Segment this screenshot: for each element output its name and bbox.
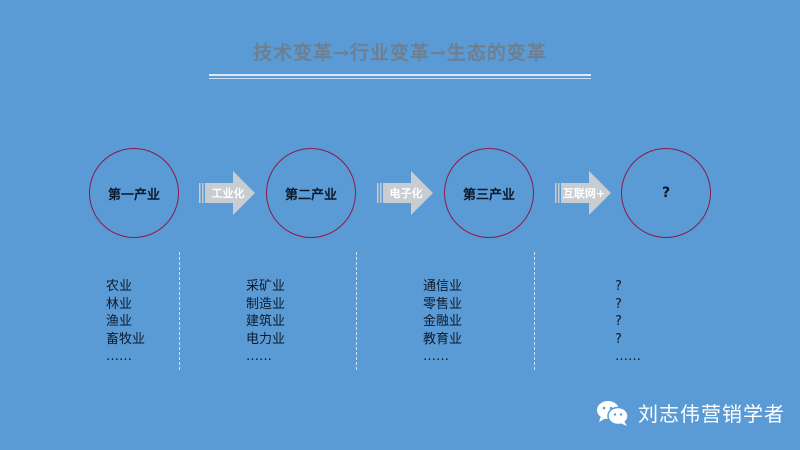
transition-label: 电子化 xyxy=(389,187,423,200)
list-item: 建筑业 xyxy=(246,314,286,329)
industry-list-primary: 农业 林业 渔业 畜牧业 …… xyxy=(106,278,145,366)
list-item: ? xyxy=(615,314,622,329)
list-item: 教育业 xyxy=(423,331,463,347)
list-item: ? xyxy=(615,296,622,312)
list-item: 采矿业 xyxy=(246,279,286,294)
list-item: 林业 xyxy=(106,296,133,312)
list-item: …… xyxy=(615,349,641,364)
list-item: 零售业 xyxy=(423,296,463,312)
industry-list-unknown: ? ? ? ? …… xyxy=(615,278,641,366)
list-item: 制造业 xyxy=(246,296,286,312)
right-arrow-icon xyxy=(199,171,255,215)
right-arrow-icon xyxy=(555,171,611,215)
transition-arrow-industrialization: 工业化 xyxy=(199,171,255,215)
brand-watermark: 刘志伟营销学者 xyxy=(596,398,785,427)
list-item: ? xyxy=(615,279,622,294)
transition-label: 互联网+ xyxy=(562,187,606,200)
transition-label: 工业化 xyxy=(211,187,245,200)
stage-label: 第三产业 xyxy=(462,187,515,203)
wechat-icon xyxy=(597,400,629,426)
right-arrow-icon xyxy=(377,171,433,215)
stage-circle-tertiary: 第三产业 xyxy=(444,148,534,238)
stage-circle-unknown: ? xyxy=(621,148,711,238)
stage-label: ? xyxy=(661,185,671,201)
brand-name: 刘志伟营销学者 xyxy=(638,402,785,426)
stage-label: 第一产业 xyxy=(107,187,160,203)
transition-arrow-electronization: 电子化 xyxy=(377,171,433,215)
industry-list-tertiary: 通信业 零售业 金融业 教育业 …… xyxy=(423,278,462,366)
list-item: 畜牧业 xyxy=(106,331,146,347)
list-item: 渔业 xyxy=(106,314,133,329)
list-item: 金融业 xyxy=(423,314,463,329)
column-divider xyxy=(356,252,357,370)
list-item: 农业 xyxy=(106,279,133,294)
column-divider xyxy=(534,252,535,370)
stage-circle-primary: 第一产业 xyxy=(89,148,179,238)
transition-arrow-internet-plus: 互联网+ xyxy=(555,171,611,215)
industry-list-secondary: 采矿业 制造业 建筑业 电力业 …… xyxy=(246,278,285,366)
list-item: …… xyxy=(423,349,449,364)
stage-circle-secondary: 第二产业 xyxy=(266,148,356,238)
column-divider xyxy=(179,252,180,370)
stage-label: 第二产业 xyxy=(284,187,337,203)
title-underline xyxy=(209,74,591,79)
list-item: 通信业 xyxy=(423,279,463,294)
list-item: ? xyxy=(615,331,622,347)
page-title: 技术变革→行业变革→生态的变革 xyxy=(253,42,547,64)
list-item: …… xyxy=(246,349,272,364)
list-item: …… xyxy=(106,349,132,364)
list-item: 电力业 xyxy=(246,331,286,347)
